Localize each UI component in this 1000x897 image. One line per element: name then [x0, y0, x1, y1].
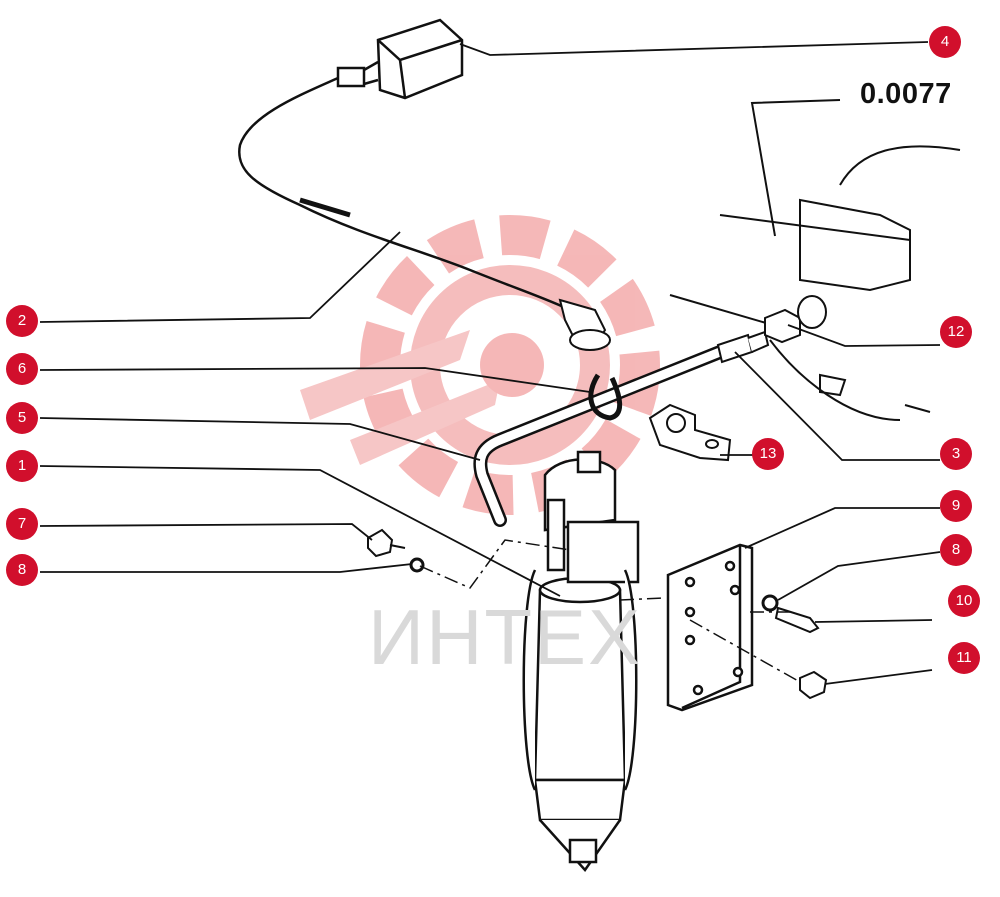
reference-code: 0.0077	[860, 78, 952, 110]
callout-5[interactable]: 5	[6, 402, 38, 434]
callout-3[interactable]: 3	[940, 438, 972, 470]
callout-9[interactable]: 9	[940, 490, 972, 522]
leader-lines	[39, 41, 941, 685]
callout-4[interactable]: 4	[929, 26, 961, 58]
callout-8-right[interactable]: 8	[940, 534, 972, 566]
plate-part-9	[666, 543, 754, 712]
callout-11[interactable]: 11	[948, 642, 980, 674]
watermark-logo	[300, 215, 660, 515]
callout-6[interactable]: 6	[6, 353, 38, 385]
bolt-part-7	[367, 528, 406, 558]
bracket-part-13	[648, 403, 732, 462]
switch-part-4	[336, 18, 464, 100]
callout-2[interactable]: 2	[6, 305, 38, 337]
callout-12[interactable]: 12	[940, 316, 972, 348]
callout-10[interactable]: 10	[948, 585, 980, 617]
washer-part-8-left	[409, 557, 425, 573]
watermark-text: ИНТЕХ	[368, 593, 643, 681]
callout-8-left[interactable]: 8	[6, 554, 38, 586]
vehicle-frame-outline	[669, 145, 961, 421]
clamp-part-6	[588, 373, 623, 421]
nut-part-11	[799, 670, 828, 700]
cable-part-2	[238, 76, 571, 312]
callout-7[interactable]: 7	[6, 508, 38, 540]
bolt-part-10	[774, 606, 820, 634]
fitting-part-3	[716, 330, 770, 364]
cable-connector	[558, 298, 611, 351]
callout-13[interactable]: 13	[752, 438, 784, 470]
nut-part-12	[764, 295, 827, 344]
callout-1[interactable]: 1	[6, 450, 38, 482]
washer-part-8-right	[761, 594, 779, 612]
